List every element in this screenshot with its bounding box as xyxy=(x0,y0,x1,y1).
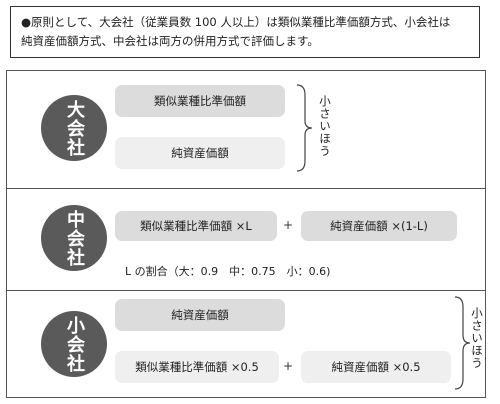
large-company-section: 大会社 類似業種比準価額 純資産価額 小さいほう xyxy=(6,70,486,188)
medium-plus: + xyxy=(283,218,294,232)
large-net-assets-box: 純資産価額 xyxy=(115,137,285,169)
large-brace xyxy=(296,84,313,172)
large-smaller-label: 小さいほう xyxy=(318,95,332,158)
small-smaller-label: 小さいほう xyxy=(470,307,484,370)
small-brace xyxy=(454,296,471,390)
large-company-badge: 大会社 xyxy=(41,95,107,161)
principle-note-line-1: ●原則として、大会社（従業員数 100 人以上）は類似業種比準価額方式、小会社は xyxy=(21,15,451,29)
principle-note: ●原則として、大会社（従業員数 100 人以上）は類似業種比準価額方式、小会社は… xyxy=(10,6,480,58)
principle-note-line-2: 純資産価額方式、中会社は両方の併用方式で評価します。 xyxy=(21,34,319,48)
large-similar-industry-box: 類似業種比準価額 xyxy=(115,85,285,117)
small-company-badge: 小会社 xyxy=(41,311,107,377)
small-plus: + xyxy=(283,359,294,373)
medium-similar-industry-box: 類似業種比準価額 ×L xyxy=(115,211,277,241)
small-similar-industry-box: 類似業種比準価額 ×0.5 xyxy=(115,351,279,383)
small-net-assets-half-box: 純資産価額 ×0.5 xyxy=(301,351,451,383)
medium-company-section: 中会社 類似業種比準価額 ×L + 純資産価額 ×(1-L) L の割合（大：0… xyxy=(6,188,486,290)
medium-net-assets-box: 純資産価額 ×(1-L) xyxy=(301,211,457,241)
small-net-assets-box: 純資産価額 xyxy=(115,299,285,331)
medium-company-badge: 中会社 xyxy=(41,205,107,271)
ratio-note: L の割合（大：0.9 中：0.75 小：0.6) xyxy=(125,265,331,278)
small-company-section: 小会社 純資産価額 類似業種比準価額 ×0.5 + 純資産価額 ×0.5 小さい… xyxy=(6,290,486,398)
